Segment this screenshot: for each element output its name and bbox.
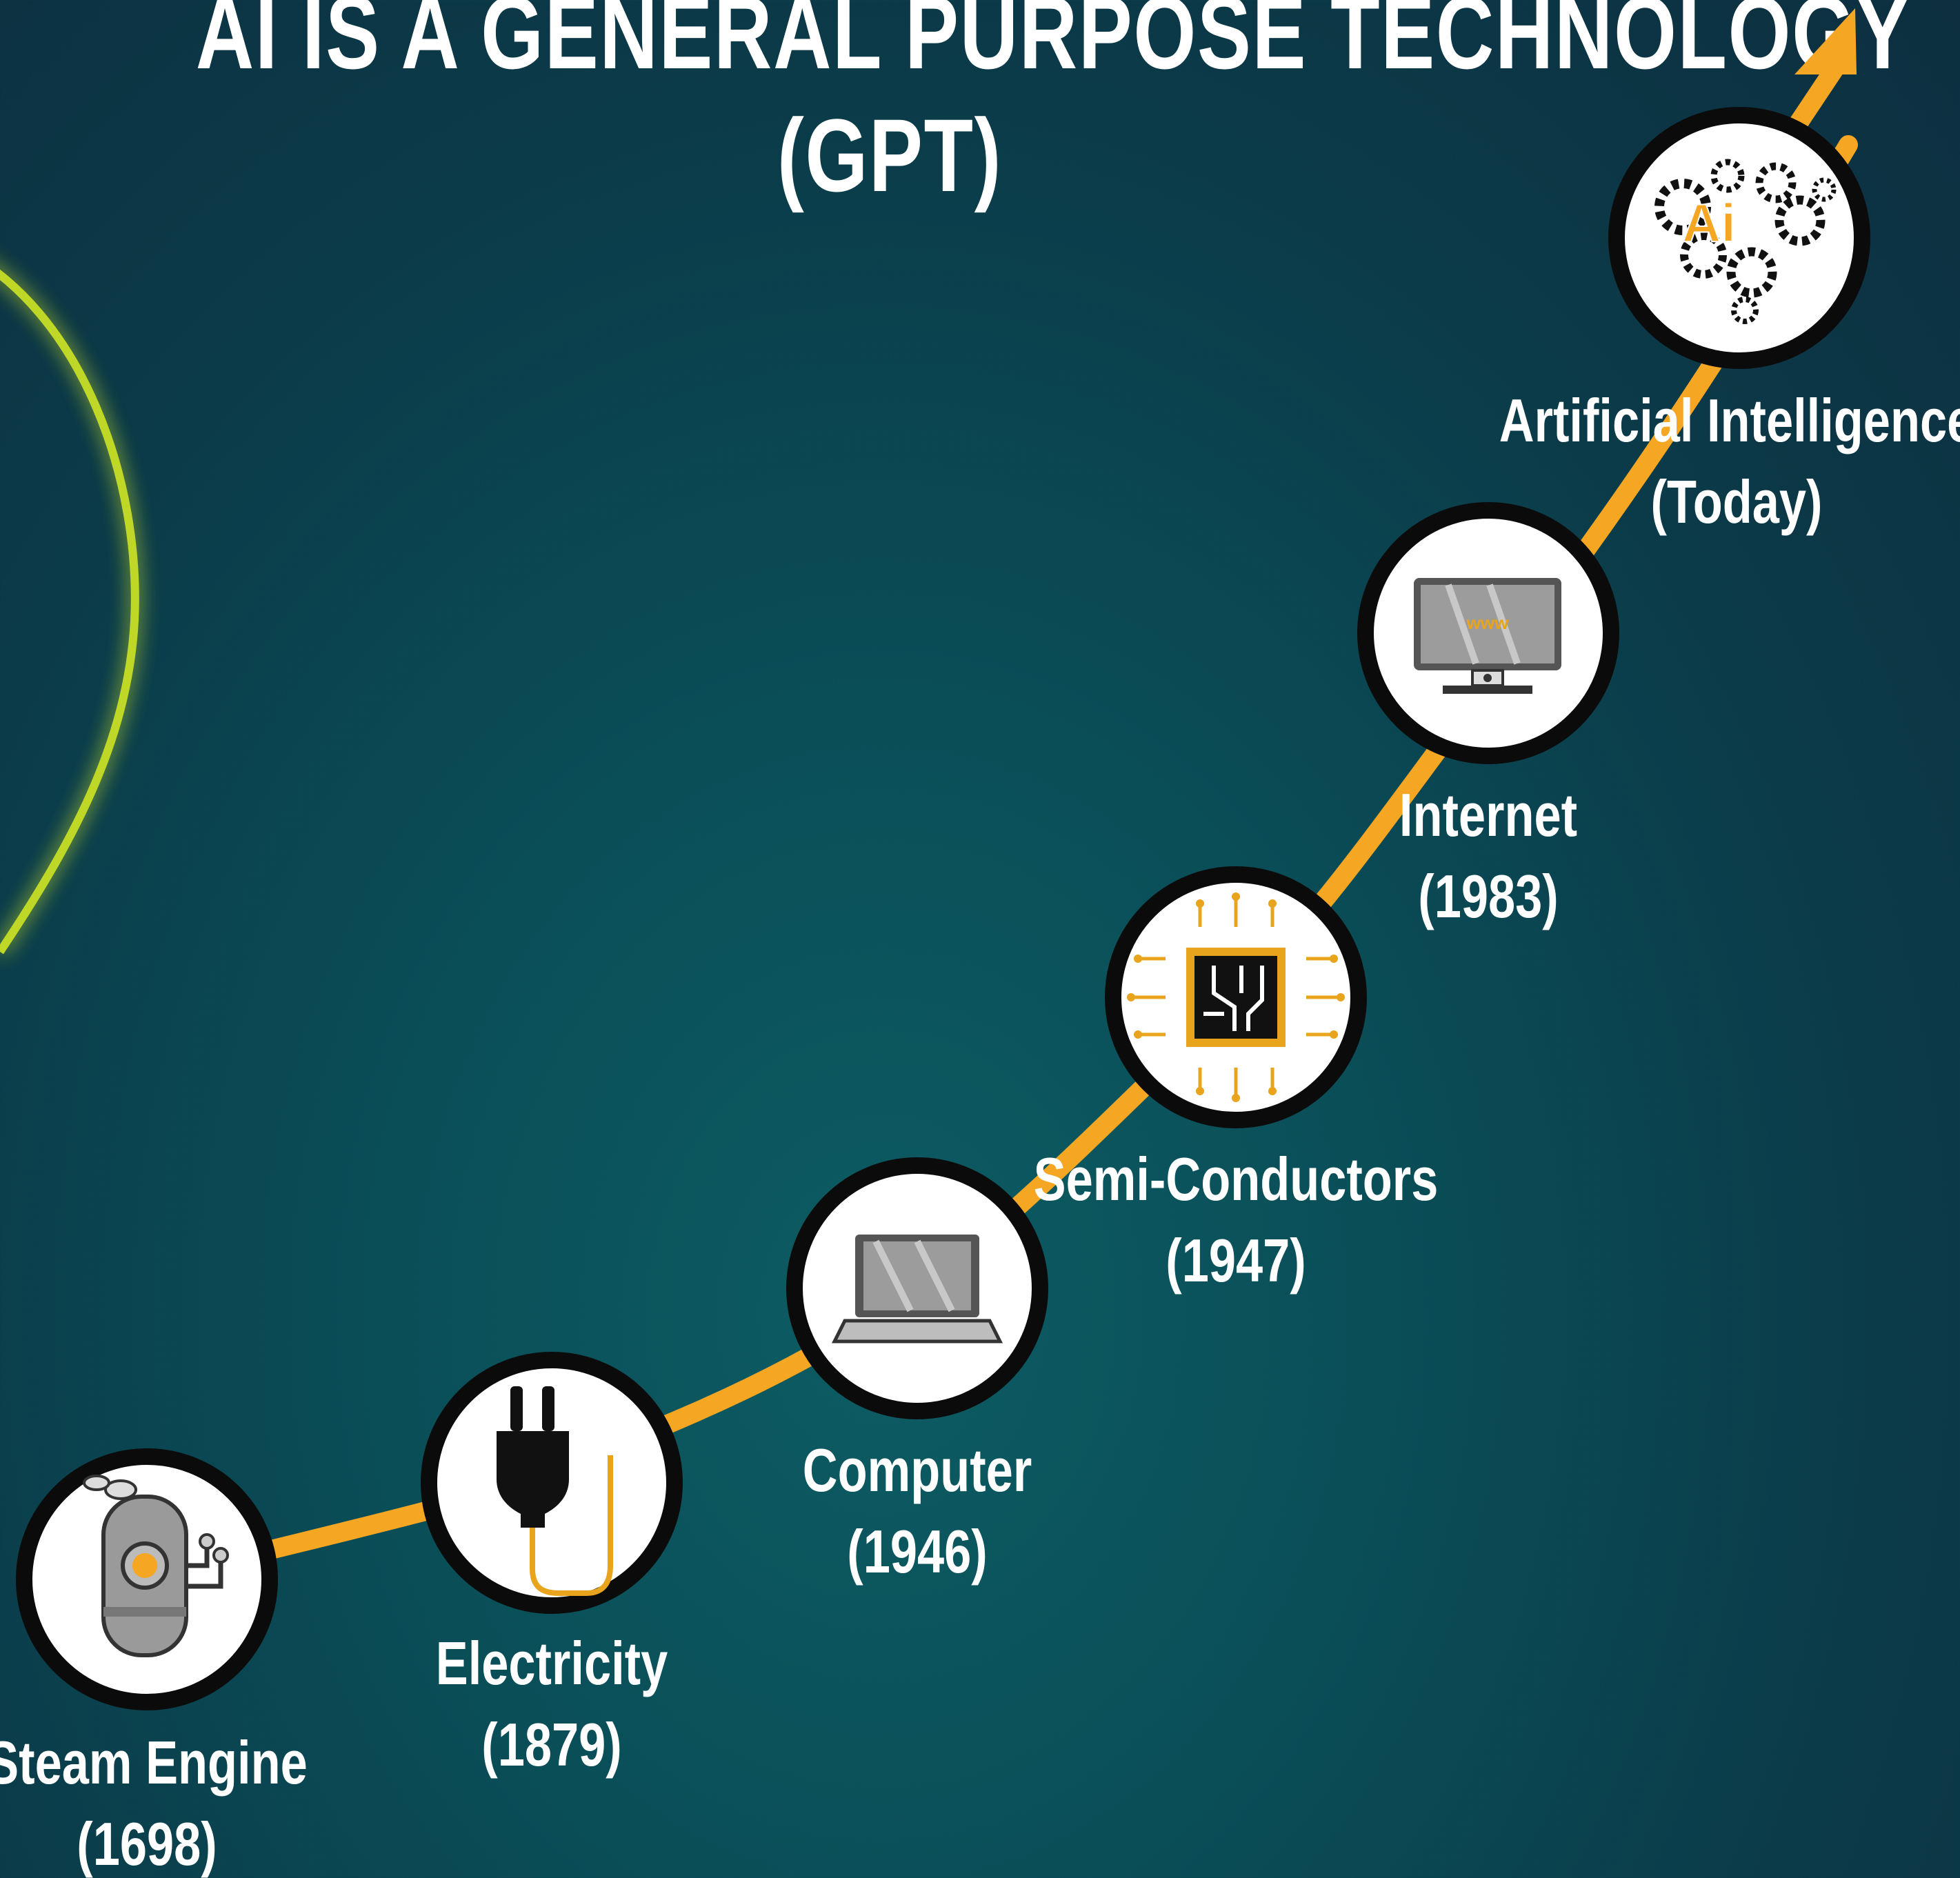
ai-brain-gears-icon: Ai [1654, 159, 1837, 324]
ai-text: Ai [1682, 192, 1736, 253]
milestone-year-electricity: (1879) [481, 1710, 622, 1779]
milestone-year-steam-engine: (1698) [77, 1810, 217, 1878]
milestone-name-computer: Computer [802, 1436, 1032, 1504]
bulb-outline-icon [0, 269, 139, 955]
monitor-www-icon: www [1414, 578, 1561, 694]
milestone-name-artificial-intelligence: Artificial Intelligence [1499, 386, 1960, 454]
milestone-node-electricity [421, 1352, 683, 1614]
microchip-icon [1127, 892, 1345, 1102]
arrow-head-icon [1794, 8, 1857, 74]
milestone-name-electricity: Electricity [435, 1629, 668, 1697]
milestone-year-artificial-intelligence: (Today) [1650, 468, 1823, 536]
www-text: www [1466, 612, 1509, 633]
electric-plug-icon [497, 1386, 613, 1596]
milestone-name-steam-engine: Steam Engine [0, 1728, 308, 1797]
laptop-icon [831, 1235, 1003, 1343]
milestone-node-computer [786, 1157, 1048, 1419]
milestone-node-semi-conductors [1105, 866, 1367, 1128]
arrow-shaft [1785, 63, 1843, 137]
page-title-line-2: (GPT) [777, 97, 1003, 213]
steam-engine-icon [83, 1475, 229, 1657]
milestone-node-steam-engine [16, 1448, 278, 1710]
milestone-year-internet: (1983) [1418, 862, 1559, 930]
milestone-node-artificial-intelligence: Ai [1608, 107, 1870, 369]
milestone-year-computer: (1946) [847, 1517, 988, 1586]
milestone-name-semi-conductors: Semi-Conductors [1033, 1145, 1439, 1213]
milestone-year-semi-conductors: (1947) [1166, 1226, 1306, 1295]
milestone-node-internet: www [1357, 502, 1619, 764]
milestone-name-internet: Internet [1399, 781, 1578, 849]
